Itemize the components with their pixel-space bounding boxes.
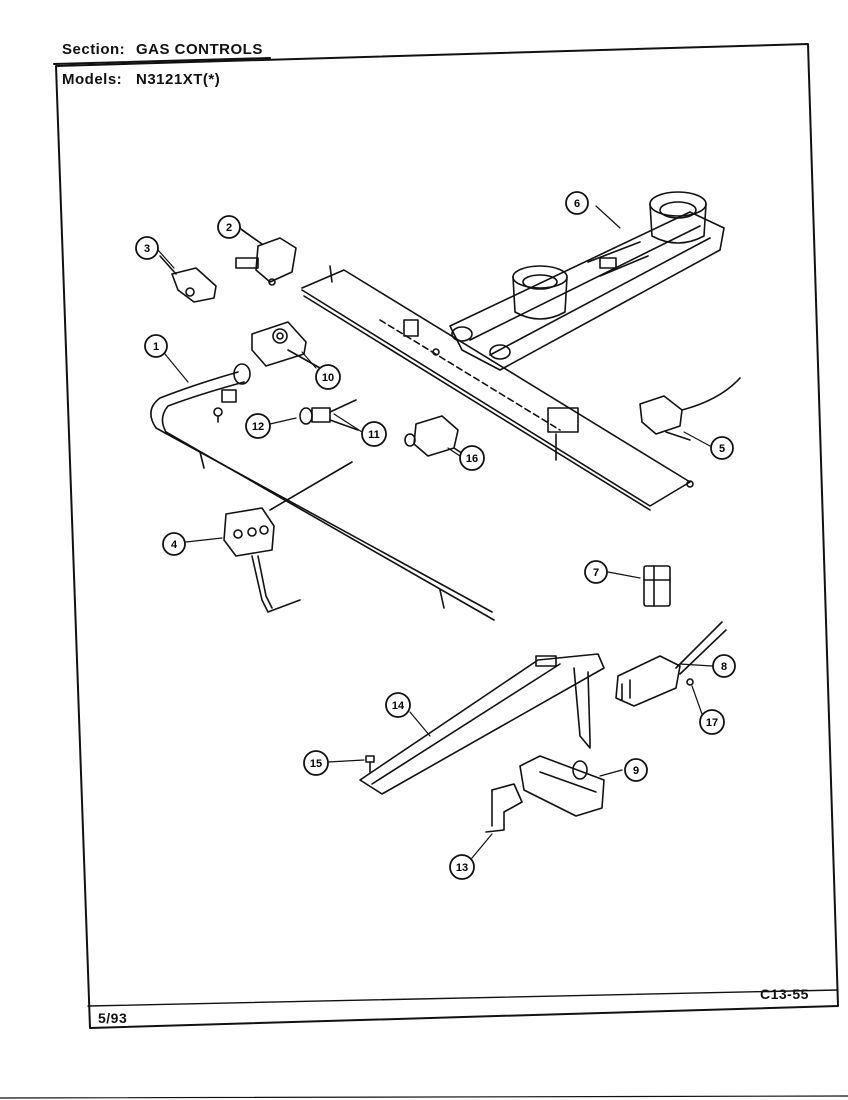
orifice-fitting xyxy=(299,399,359,431)
callout-13-label: 13 xyxy=(456,862,468,874)
manifold-bracket xyxy=(301,265,694,511)
callout-15: 15 xyxy=(303,750,329,776)
callout-7: 7 xyxy=(584,560,608,584)
burner-valve xyxy=(235,229,297,286)
linkage-bar xyxy=(359,653,605,795)
callout-8-label: 8 xyxy=(721,661,727,673)
callout-5-label: 5 xyxy=(719,443,725,455)
callout-13: 13 xyxy=(449,854,475,880)
callout-17: 17 xyxy=(699,709,725,735)
callout-12: 12 xyxy=(245,413,271,439)
callout-16-label: 16 xyxy=(466,453,478,465)
callout-1: 1 xyxy=(144,334,168,358)
callout-17-label: 17 xyxy=(706,717,718,729)
manifold-tube xyxy=(150,363,495,621)
linkage-screw xyxy=(365,755,375,773)
callout-3: 3 xyxy=(135,236,159,260)
callout-6: 6 xyxy=(565,191,589,215)
callout-4: 4 xyxy=(162,532,186,556)
callout-9-label: 9 xyxy=(633,765,639,777)
section-heading: Section: GAS CONTROLS xyxy=(62,41,263,58)
callout-14: 14 xyxy=(385,692,411,718)
burner-base-assembly xyxy=(449,191,725,371)
callout-10: 10 xyxy=(315,364,341,390)
igniter xyxy=(519,755,605,817)
callout-8: 8 xyxy=(712,654,736,678)
callout-2: 2 xyxy=(217,215,241,239)
callout-1-label: 1 xyxy=(153,341,159,353)
callout-3-label: 3 xyxy=(144,243,150,255)
callout-7-label: 7 xyxy=(593,567,599,579)
date-code: 5/93 xyxy=(98,1010,128,1026)
safety-valve xyxy=(404,415,467,457)
terminal-block xyxy=(615,621,727,707)
callout-16: 16 xyxy=(459,445,485,471)
models-heading: Models: N3121XT(*) xyxy=(62,71,220,88)
igniter-bracket xyxy=(485,783,523,833)
callout-6-label: 6 xyxy=(574,198,580,210)
section-label: Section: xyxy=(62,41,126,58)
valve-bracket xyxy=(159,255,217,303)
callout-12-label: 12 xyxy=(252,421,264,433)
thermostat xyxy=(639,377,741,441)
callout-10-label: 10 xyxy=(322,372,334,384)
callout-4-label: 4 xyxy=(171,539,178,551)
callout-11-label: 11 xyxy=(368,429,380,441)
models-value: N3121XT(*) xyxy=(136,71,221,88)
callout-9: 9 xyxy=(624,758,648,782)
leader-lines xyxy=(157,205,713,859)
section-value: GAS CONTROLS xyxy=(136,41,263,58)
page-frame xyxy=(0,43,848,1099)
callout-2-label: 2 xyxy=(226,222,232,234)
callout-15-label: 15 xyxy=(310,758,322,770)
callout-14-label: 14 xyxy=(392,700,405,712)
models-label: Models: xyxy=(62,71,123,88)
ignition-switch xyxy=(223,461,353,613)
callout-11: 11 xyxy=(361,421,387,447)
terminal-screw xyxy=(686,678,694,686)
callout-5: 5 xyxy=(710,436,734,460)
spark-module xyxy=(643,565,671,607)
page-code: C13-55 xyxy=(760,986,809,1002)
